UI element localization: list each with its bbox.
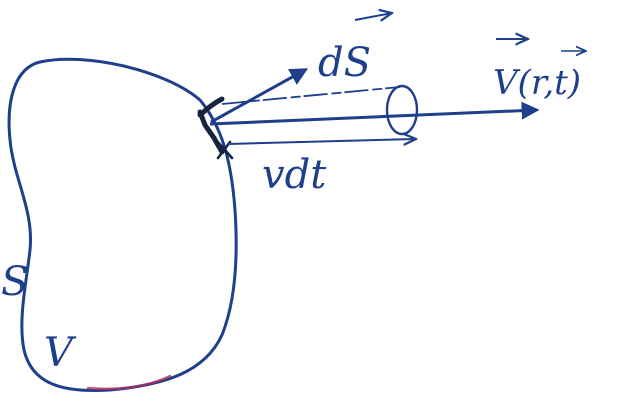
swept-cylinder-end-cap (385, 84, 419, 136)
displacement-arrow (227, 139, 416, 144)
swept-cylinder-top-edge (221, 86, 401, 105)
surface-point-mark (214, 138, 234, 160)
ds-vector-overline (354, 13, 392, 20)
velocity-arrow (209, 101, 540, 126)
surface-element-patch (197, 96, 225, 155)
displacement-label: vdt (262, 152, 327, 198)
velocity-label: V(r,t) (493, 63, 581, 103)
surface-label: S (1, 259, 28, 305)
surface-normal-arrow (210, 68, 309, 124)
surface-element-label: dS (318, 40, 371, 86)
volume-label: V (44, 330, 77, 376)
control-surface-highlight (86, 374, 172, 391)
